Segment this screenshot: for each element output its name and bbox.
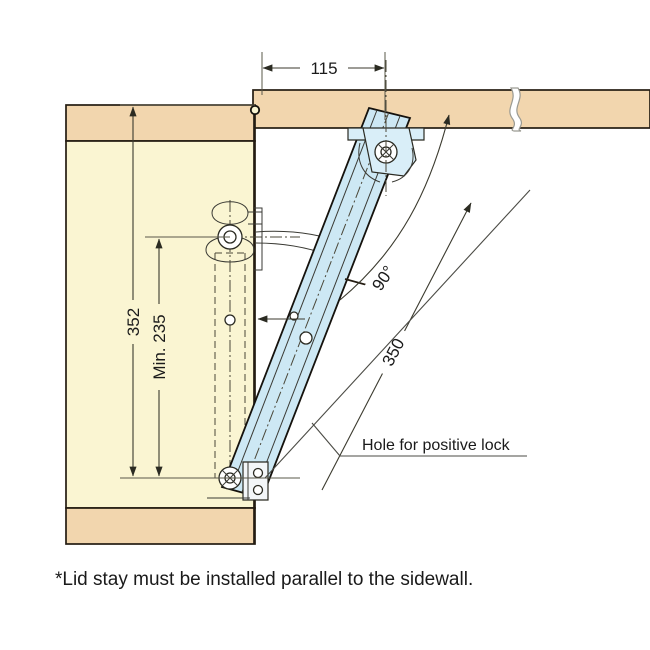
dimension-352: 352 [120, 104, 300, 479]
lid-hinge-pivot-icon [249, 104, 261, 116]
top-lid-board [252, 89, 650, 129]
dimension-115: 115 [261, 52, 386, 120]
hole-for-positive-lock-annotation: Hole for positive lock [264, 189, 531, 479]
dimension-115-label: 115 [310, 59, 337, 78]
break-symbol-icon [509, 87, 523, 132]
top-mounting-bracket [347, 60, 425, 196]
installation-caption: *Lid stay must be installed parallel to … [55, 569, 473, 590]
dimension-352-label: 352 [124, 308, 143, 336]
dimension-min-235-label: Min. 235 [150, 314, 169, 379]
lid-stay-arm [220, 106, 412, 500]
hole-for-positive-lock-label: Hole for positive lock [362, 437, 511, 454]
dimension-min-235: Min. 235 [145, 236, 230, 477]
